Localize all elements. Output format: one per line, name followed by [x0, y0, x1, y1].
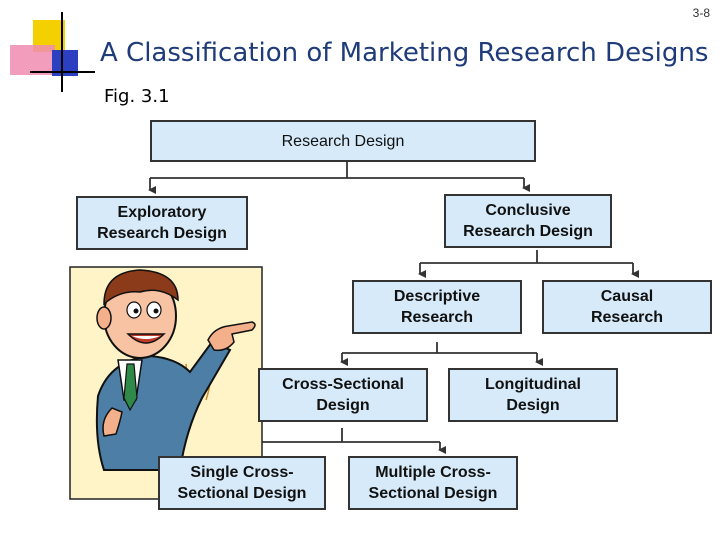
node-longitudinal-design: Longitudinal Design	[448, 368, 618, 422]
node-research-design: Research Design	[150, 120, 536, 162]
node-descriptive-research: Descriptive Research	[352, 280, 522, 334]
node-cross-sectional-design: Cross-Sectional Design	[258, 368, 428, 422]
node-causal-research: Causal Research	[542, 280, 712, 334]
node-multiple-cross-sectional-design: Multiple Cross- Sectional Design	[348, 456, 518, 510]
node-exploratory-research-design: Exploratory Research Design	[76, 196, 248, 250]
node-single-cross-sectional-design: Single Cross- Sectional Design	[158, 456, 326, 510]
node-conclusive-research-design: Conclusive Research Design	[444, 194, 612, 248]
